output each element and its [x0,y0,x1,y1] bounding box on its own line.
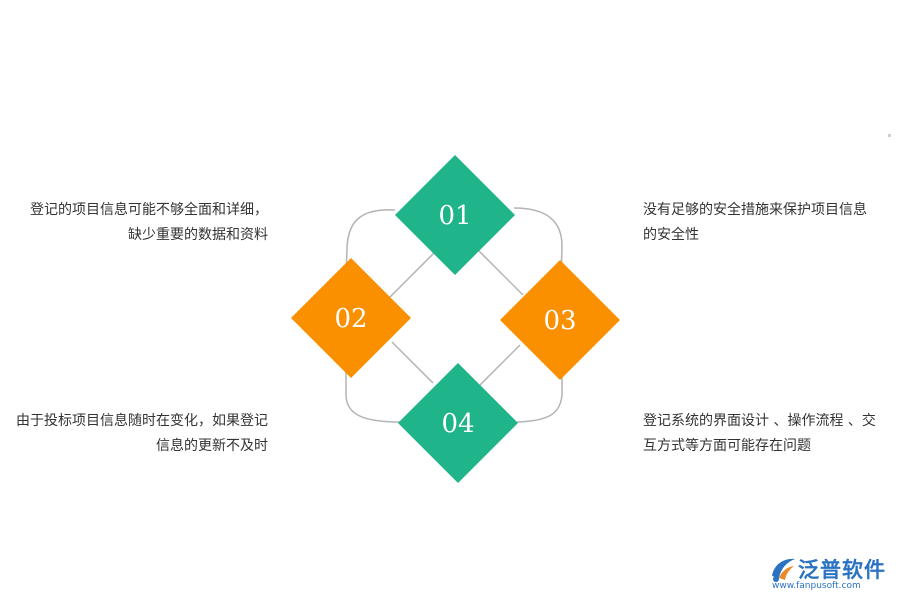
diamond-01-shape [395,155,515,275]
diamond-01: 01 [395,155,515,275]
connector-01-03 [477,249,524,296]
connector-loop-02-04 [345,361,401,423]
logo-url: www.fanpusoft.com [772,581,861,591]
text-block-02: 登记的项目信息可能不够全面和详细， 缺少重要的数据和资料 [30,198,268,248]
text-block-03: 登记系统的界面设计 、操作流程 、交 互方式等方面可能存在问题 [643,409,876,459]
connector-loop-01-03 [513,207,563,279]
diamond-04-shape [398,363,518,483]
diamond-02: 02 [291,258,411,378]
text-03-line-1: 登记系统的界面设计 、操作流程 、交 [643,413,876,429]
diamond-03: 03 [500,260,620,380]
text-04-line-2: 信息的更新不及时 [156,438,268,454]
logo-name: 泛普软件 [798,558,886,582]
connector-loop-01-02 [345,209,396,278]
diamond-02-shape [291,258,411,378]
text-04-line-1: 由于投标项目信息随时在变化，如果登记 [16,413,268,429]
diamond-02-number: 02 [334,304,367,334]
diamond-03-number: 03 [543,306,576,336]
corner-dot [888,134,891,137]
text-block-01: 没有足够的安全措施来保护项目信息 的安全性 [643,198,867,248]
text-block-04: 由于投标项目信息随时在变化，如果登记 信息的更新不及时 [16,409,268,459]
text-02-line-2: 缺少重要的数据和资料 [128,227,268,243]
connector-loop-03-04 [516,360,563,423]
diamond-04: 04 [398,363,518,483]
connector-02-04 [391,341,434,384]
diamond-04-number: 04 [441,409,474,439]
text-01-line-1: 没有足够的安全措施来保护项目信息 [643,202,867,218]
text-01-line-2: 的安全性 [643,227,699,243]
connector-01-02 [387,249,438,300]
connector-lines [345,207,563,423]
diamond-01-number: 01 [438,201,471,231]
text-02-line-1: 登记的项目信息可能不够全面和详细， [30,202,268,218]
logo-mark-icon [772,558,795,582]
connector-03-04 [477,344,521,388]
diamond-03-shape [500,260,620,380]
text-03-line-2: 互方式等方面可能存在问题 [643,438,811,454]
brand-logo: 泛普软件 www.fanpusoft.com [768,552,896,596]
